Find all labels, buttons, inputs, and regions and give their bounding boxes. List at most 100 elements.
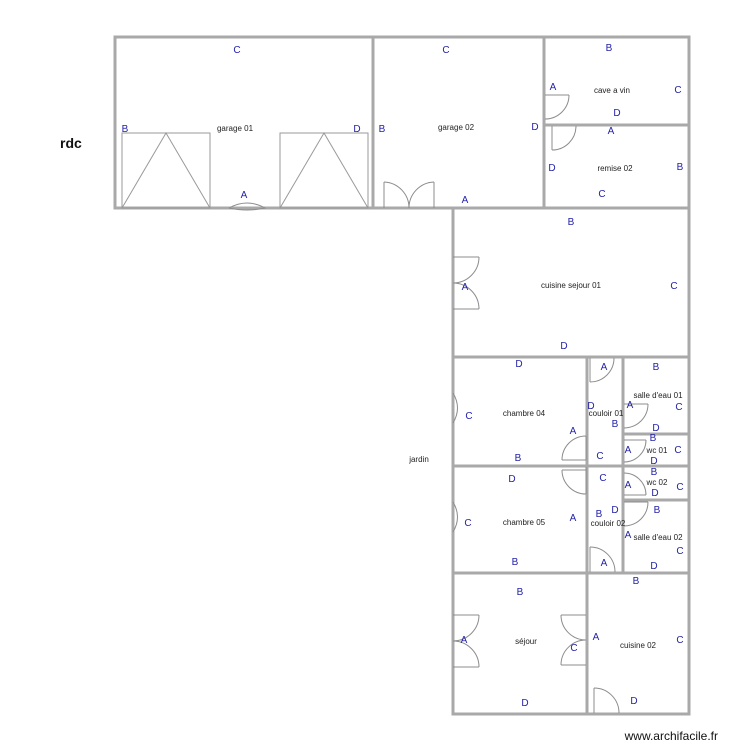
room-name-couloir-02: couloir 02 [591, 519, 626, 528]
wall-label: A [625, 530, 632, 541]
room-name-wc-01: wc 01 [646, 446, 668, 455]
wall-label: D [587, 401, 594, 412]
door-sejour-right[interactable] [560, 614, 587, 666]
wall-label: A [462, 195, 469, 206]
wall-label: A [570, 513, 577, 524]
wall-label: C [674, 445, 681, 456]
room-name-remise-02: remise 02 [597, 164, 633, 173]
room-name-chambre-05: chambre 05 [503, 518, 546, 527]
wall-label: C [676, 635, 683, 646]
wall-label: C [464, 518, 471, 529]
wall-label: C [442, 45, 449, 56]
room-name-couloir-01: couloir 01 [589, 409, 624, 418]
room-name-sejour: séjour [515, 637, 537, 646]
wall-label: D [531, 122, 538, 133]
wall-label: B [677, 162, 684, 173]
room-name-salle-d-eau-01: salle d'eau 01 [633, 391, 683, 400]
wall-label: B [517, 587, 524, 598]
wall-label: C [676, 482, 683, 493]
door-salle-d-eau-02[interactable] [623, 501, 649, 527]
garage-bay-left [121, 132, 211, 209]
wall-label: B [568, 217, 575, 228]
room-name-chambre-04: chambre 04 [503, 409, 546, 418]
wall-label: A [593, 632, 600, 643]
wall-label: D [508, 474, 515, 485]
wall-label: A [601, 558, 608, 569]
wall-label: B [650, 433, 657, 444]
door-salle-d-eau-01[interactable] [623, 403, 649, 429]
door-wc-01[interactable] [623, 439, 647, 463]
wall-label: A [601, 362, 608, 373]
wall-label: D [613, 108, 620, 119]
room-name-wc-02: wc 02 [646, 478, 668, 487]
door-sejour-left[interactable] [452, 614, 480, 668]
watermark: www.archifacile.fr [624, 729, 718, 743]
wall-label: A [570, 426, 577, 437]
wall-label: D [650, 456, 657, 467]
wall-label: C [599, 473, 606, 484]
wall-label: A [550, 82, 557, 93]
wall-label: A [625, 480, 632, 491]
wall-label: A [462, 282, 469, 293]
wall-label: C [676, 546, 683, 557]
wall-label: D [652, 423, 659, 434]
door-chambre-04[interactable] [561, 435, 587, 461]
wall-label: D [651, 488, 658, 499]
room-name-cuisine-sejour-01: cuisine sejour 01 [541, 281, 602, 290]
window-chambre-05 [452, 501, 458, 533]
wall-label: D [611, 505, 618, 516]
room-name-salle-d-eau-02: salle d'eau 02 [633, 533, 683, 542]
wall-label: B [379, 124, 386, 135]
wall-label: B [612, 419, 619, 430]
wall-label: D [650, 561, 657, 572]
wall-label: C [670, 281, 677, 292]
garage-bay-right [279, 132, 369, 209]
wall-label: B [651, 467, 658, 478]
door-remise-02[interactable] [551, 125, 577, 151]
wall-label: A [461, 635, 468, 646]
room-name-garage-01: garage 01 [217, 124, 254, 133]
room-name-cave-a-vin: cave a vin [594, 86, 630, 95]
wall-label: B [596, 509, 603, 520]
wall-label: D [560, 341, 567, 352]
garden-label: jardin [408, 455, 429, 464]
wall-label: C [674, 85, 681, 96]
room-name-garage-02: garage 02 [438, 123, 475, 132]
door-couloir-02-bottom[interactable] [589, 546, 616, 573]
wall-label: C [596, 451, 603, 462]
room-name-cuisine-02: cuisine 02 [620, 641, 657, 650]
wall-label: A [608, 126, 615, 137]
wall-label: C [675, 402, 682, 413]
door-chambre-05[interactable] [561, 467, 587, 495]
wall-label: A [627, 400, 634, 411]
window-chambre-04 [452, 392, 458, 424]
wall-label: D [353, 124, 360, 135]
level-label: rdc [60, 135, 82, 151]
wall-label: C [233, 45, 240, 56]
wall-label: D [521, 698, 528, 709]
wall-label: A [625, 445, 632, 456]
wall-label: C [465, 411, 472, 422]
wall-label: B [515, 453, 522, 464]
wall-label: B [512, 557, 519, 568]
wall-label: D [630, 696, 637, 707]
wall-label: B [633, 576, 640, 587]
wall-label: B [653, 362, 660, 373]
wall-label: C [570, 643, 577, 654]
wall-label: C [598, 189, 605, 200]
door-cuisine-02[interactable] [593, 687, 620, 714]
wall-label: D [548, 163, 555, 174]
door-cuisine-sejour-01[interactable] [452, 256, 480, 310]
wall-label: B [654, 505, 661, 516]
cuisine-02-walls [585, 571, 691, 716]
garage-01-walls [113, 35, 375, 210]
door-cave-a-vin[interactable] [544, 94, 570, 120]
wall-label: B [122, 124, 129, 135]
door-couloir-01-top[interactable] [589, 357, 615, 383]
wall-label: B [606, 43, 613, 54]
door-garage-01-bottom[interactable] [228, 202, 267, 211]
wall-label: D [515, 359, 522, 370]
door-wc-02[interactable] [623, 472, 647, 496]
door-garage-02-double[interactable] [383, 181, 435, 209]
